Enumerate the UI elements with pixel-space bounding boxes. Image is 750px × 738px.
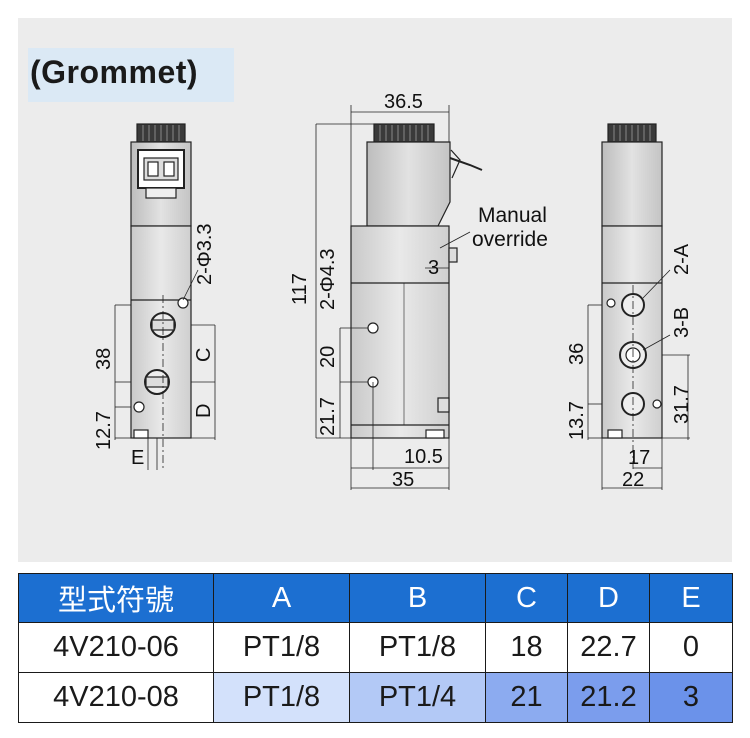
table-cell: PT1/4 [349, 672, 486, 723]
table-cell: 0 [649, 622, 733, 673]
table-cell: 4V210-08 [18, 672, 214, 723]
mid-dim-21-7: 21.7 [317, 397, 339, 436]
manual-override-label-line1: Manual [478, 204, 547, 227]
header-e: E [649, 573, 733, 623]
middle-view [315, 105, 483, 490]
technical-drawing: 2-Φ3.3 38 12.7 C D E [93, 91, 693, 491]
mid-dim-3: 3 [428, 257, 439, 279]
right-label-2a: 2-A [671, 243, 693, 275]
header-model: 型式符號 [18, 573, 214, 623]
left-label-d: D [193, 404, 215, 418]
table-header-row: 型式符號 A B C D E [18, 573, 733, 623]
table-cell: 22.7 [567, 622, 650, 673]
manual-override-label-line2: override [472, 228, 548, 251]
left-label-c: C [193, 348, 215, 362]
table-row: 4V210-08 PT1/8 PT1/4 21 21.2 3 [18, 672, 733, 723]
right-dim-36: 36 [566, 343, 588, 365]
header-a: A [213, 573, 350, 623]
mid-dim-36-5: 36.5 [384, 91, 423, 113]
right-dim-31-7: 31.7 [671, 385, 693, 424]
right-dim-13-7: 13.7 [566, 401, 588, 440]
left-dim-hole: 2-Φ3.3 [194, 223, 216, 285]
header-d: D [567, 573, 650, 623]
mid-dim-20: 20 [317, 346, 339, 368]
mid-dim-117: 117 [289, 273, 311, 305]
page-title: (Grommet) [30, 54, 199, 90]
table-cell: PT1/8 [213, 672, 350, 723]
left-label-e: E [131, 447, 144, 469]
table-cell: 3 [649, 672, 733, 723]
mid-dim-hole: 2-Φ4.3 [317, 248, 339, 310]
mid-dim-10-5: 10.5 [404, 446, 443, 468]
right-label-3b: 3-B [671, 307, 693, 338]
right-dim-17: 17 [628, 447, 650, 469]
table-cell: 21 [485, 672, 568, 723]
mid-dim-35: 35 [392, 469, 414, 491]
title-box [28, 48, 234, 102]
table-cell: PT1/8 [213, 622, 350, 673]
table-row: 4V210-06 PT1/8 PT1/8 18 22.7 0 [18, 622, 733, 673]
spec-table: 型式符號 A B C D E 4V210-06 PT1/8 PT1/8 18 2… [18, 573, 733, 723]
left-view [114, 123, 216, 470]
left-dim-38: 38 [93, 348, 115, 370]
table-cell: 18 [485, 622, 568, 673]
right-view [587, 123, 690, 490]
table-cell: PT1/8 [349, 622, 486, 673]
right-dim-22: 22 [622, 469, 644, 491]
table-cell: 21.2 [567, 672, 650, 723]
table-cell: 4V210-06 [18, 622, 214, 673]
header-b: B [349, 573, 486, 623]
header-c: C [485, 573, 568, 623]
left-dim-12-7: 12.7 [93, 411, 115, 450]
